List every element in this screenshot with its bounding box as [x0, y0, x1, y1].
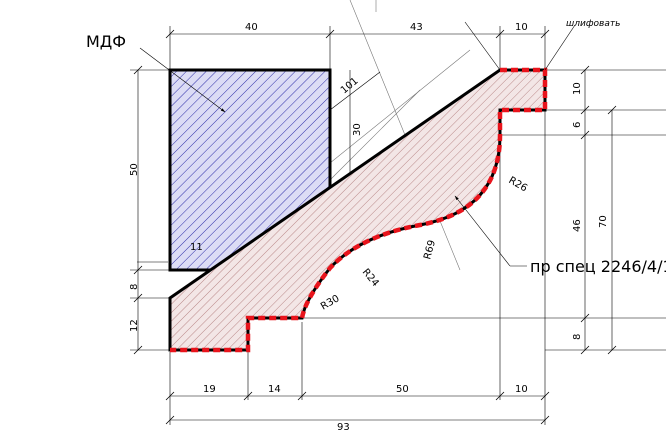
leader-lines: [139, 21, 576, 267]
dim-bottom-10: 10: [515, 384, 528, 395]
dim-30: 30: [352, 123, 363, 136]
dim-bottom-14: 14: [268, 384, 281, 395]
dim-bottom-50: 50: [396, 384, 409, 395]
profile-label: пр спец 2246/4/1: [530, 257, 666, 276]
dim-left-12: 12: [129, 319, 140, 332]
dim-top-10: 10: [515, 22, 528, 33]
sanding-label: шлифовать: [566, 19, 620, 29]
dim-left-8: 8: [129, 284, 140, 290]
dim-total-93: 93: [337, 422, 350, 433]
dim-left-50: 50: [129, 163, 140, 176]
radius-r24: R24: [360, 267, 381, 289]
radius-r69: R69: [422, 239, 438, 261]
sanding-edges: [170, 67, 548, 353]
dim-right-6: 6: [572, 122, 583, 128]
dim-bottom-19: 19: [203, 384, 216, 395]
dim-top-40: 40: [245, 22, 258, 33]
dim-right-70: 70: [598, 215, 609, 228]
radius-r26: R26: [507, 175, 530, 194]
dim-top-43: 43: [410, 22, 423, 33]
dim-angle-11: 11: [190, 242, 203, 253]
radius-r30: R30: [319, 293, 342, 312]
dimension-lines: [133, 29, 617, 425]
dim-right-10: 10: [572, 82, 583, 95]
dim-right-8: 8: [572, 334, 583, 340]
dim-right-46: 46: [572, 219, 583, 232]
mdf-label: МДФ: [86, 32, 126, 51]
